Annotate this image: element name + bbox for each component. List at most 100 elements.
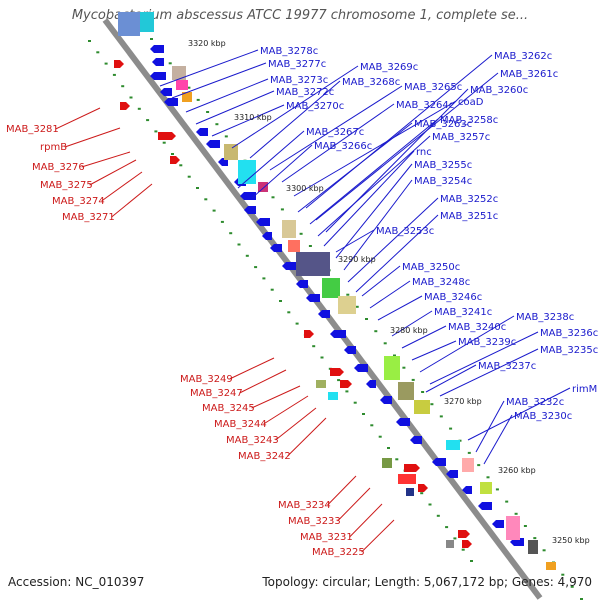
forward-gene-label[interactable]: MAB_3271 xyxy=(62,212,115,223)
reverse-gene-label[interactable]: MAB_3261c xyxy=(500,69,558,80)
reverse-gene-label[interactable]: MAB_3239c xyxy=(458,337,516,348)
reverse-gene-label[interactable]: MAB_3257c xyxy=(432,132,490,143)
tick-dot-inner xyxy=(262,277,266,280)
forward-gene-label[interactable]: MAB_3244 xyxy=(214,419,267,430)
reverse-gene-label[interactable]: MAB_3272c xyxy=(276,87,334,98)
reverse-gene-label[interactable]: MAB_3250c xyxy=(402,262,460,273)
forward-gene-label[interactable]: MAB_3243 xyxy=(226,435,279,446)
reverse-gene-label[interactable]: MAB_3254c xyxy=(414,176,472,187)
reverse-gene-label[interactable]: MAB_3232c xyxy=(506,397,564,408)
forward-leader-line xyxy=(327,475,357,506)
tick-dot-outer xyxy=(467,451,471,454)
reverse-gene-arrow xyxy=(330,330,346,338)
reverse-gene-label[interactable]: MAB_3255c xyxy=(414,160,472,171)
reverse-gene-arrow xyxy=(206,140,220,148)
tick-dot-inner xyxy=(237,243,241,246)
tick-dot-outer xyxy=(486,476,490,479)
reverse-leader-line xyxy=(361,265,401,297)
forward-gene-arrow xyxy=(304,330,314,338)
tick-dot-outer xyxy=(280,208,284,211)
reverse-gene-arrow xyxy=(354,364,368,372)
forward-gene-label[interactable]: MAB_3245 xyxy=(202,403,255,414)
reverse-gene-label[interactable]: MAB_3237c xyxy=(478,361,536,372)
reverse-gene-label[interactable]: MAB_3235c xyxy=(540,345,598,356)
reverse-leader-line xyxy=(323,150,415,247)
reverse-gene-label[interactable]: MAB_3263c xyxy=(414,119,472,130)
forward-gene-label[interactable]: MAB_3233 xyxy=(288,516,341,527)
reverse-gene-label[interactable]: MAB_3273c xyxy=(270,75,328,86)
forward-gene-label[interactable]: MAB_3225 xyxy=(312,547,365,558)
forward-gene-label[interactable]: MAB_3242 xyxy=(238,451,291,462)
tick-dot-inner xyxy=(212,209,216,212)
reverse-gene-label[interactable]: MAB_3253c xyxy=(376,226,434,237)
reverse-gene-arrow xyxy=(164,98,178,106)
reverse-gene-label[interactable]: MAB_3265c xyxy=(404,82,462,93)
reverse-gene-label[interactable]: MAB_3238c xyxy=(516,312,574,323)
tick-dot-outer xyxy=(505,500,509,503)
gene-feature-box xyxy=(328,392,338,400)
tick-dot-inner xyxy=(121,85,125,88)
forward-gene-label[interactable]: MAB_3281 xyxy=(6,124,59,135)
forward-gene-label[interactable]: MAB_3274 xyxy=(52,196,105,207)
forward-gene-label[interactable]: MAB_3247 xyxy=(190,388,243,399)
reverse-gene-label[interactable]: MAB_3240c xyxy=(448,322,506,333)
reverse-gene-arrow xyxy=(318,310,330,318)
tick-dot-outer xyxy=(421,391,425,393)
forward-gene-label[interactable]: MAB_3249 xyxy=(180,374,233,385)
reverse-gene-arrow xyxy=(296,280,308,288)
gene-labels: MAB_3278cMAB_3277cMAB_3273cMAB_3272cMAB_… xyxy=(6,46,598,558)
reverse-gene-label[interactable]: coaD xyxy=(458,97,484,108)
reverse-gene-label[interactable]: MAB_3258c xyxy=(440,115,498,126)
tick-dot-outer xyxy=(533,537,537,540)
tick-dot-outer xyxy=(393,354,396,357)
reverse-leader-line xyxy=(249,80,341,159)
reverse-gene-label[interactable]: MAB_3270c xyxy=(286,101,344,112)
tick-dot-inner xyxy=(229,232,233,235)
reverse-gene-arrow xyxy=(380,396,392,404)
reverse-leader-line xyxy=(377,295,423,321)
reverse-gene-arrow xyxy=(160,88,172,96)
gene-feature-box xyxy=(446,440,460,450)
reverse-gene-label[interactable]: MAB_3248c xyxy=(412,277,470,288)
gene-feature-box xyxy=(546,562,556,570)
reverse-gene-label[interactable]: MAB_3278c xyxy=(260,46,318,57)
reverse-gene-arrow xyxy=(262,232,272,240)
forward-gene-label[interactable]: rpmB xyxy=(40,142,67,153)
tick-dot-inner xyxy=(88,40,91,42)
reverse-gene-label[interactable]: MAB_3269c xyxy=(360,62,418,73)
reverse-gene-label[interactable]: MAB_3262c xyxy=(494,51,552,62)
reverse-gene-label[interactable]: MAB_3277c xyxy=(268,59,326,70)
reverse-gene-label[interactable]: MAB_3236c xyxy=(540,328,598,339)
reverse-gene-label[interactable]: MAB_3268c xyxy=(342,77,400,88)
tick-dot-inner xyxy=(362,413,365,415)
forward-gene-label[interactable]: MAB_3275 xyxy=(40,180,93,191)
tick-dot-outer xyxy=(271,196,275,199)
reverse-leader-line xyxy=(293,100,457,197)
gene-feature-box xyxy=(140,12,154,32)
reverse-gene-label[interactable]: MAB_3241c xyxy=(434,307,492,318)
forward-leader-line xyxy=(101,171,143,202)
tick-dot-outer xyxy=(299,232,303,235)
reverse-gene-label[interactable]: MAB_3246c xyxy=(424,292,482,303)
forward-gene-label[interactable]: MAB_3234 xyxy=(278,500,331,511)
reverse-gene-label[interactable]: MAB_3251c xyxy=(440,211,498,222)
reverse-gene-label[interactable]: MAB_3264c xyxy=(396,100,454,111)
forward-gene-arrow xyxy=(462,540,472,548)
reverse-gene-label[interactable]: MAB_3230c xyxy=(514,411,572,422)
forward-gene-label[interactable]: MAB_3231 xyxy=(300,532,353,543)
reverse-gene-label[interactable]: MAB_3252c xyxy=(440,194,498,205)
forward-gene-label[interactable]: MAB_3276 xyxy=(32,162,85,173)
reverse-gene-label[interactable]: MAB_3267c xyxy=(306,127,364,138)
forward-leader-line xyxy=(337,487,371,522)
tick-dot-outer xyxy=(439,415,443,418)
reverse-gene-label[interactable]: MAB_3260c xyxy=(470,85,528,96)
reverse-leader-line xyxy=(297,122,413,213)
reverse-gene-label[interactable]: MAB_3266c xyxy=(314,141,372,152)
reverse-leader-line xyxy=(429,331,539,385)
topology-summary: Topology: circular; Length: 5,067,172 bp… xyxy=(262,575,592,589)
reverse-gene-label[interactable]: rnc xyxy=(416,147,432,158)
reverse-gene-label[interactable]: rimM xyxy=(572,384,597,395)
tick-dot-inner xyxy=(295,322,299,325)
tick-dot-inner xyxy=(279,300,282,302)
